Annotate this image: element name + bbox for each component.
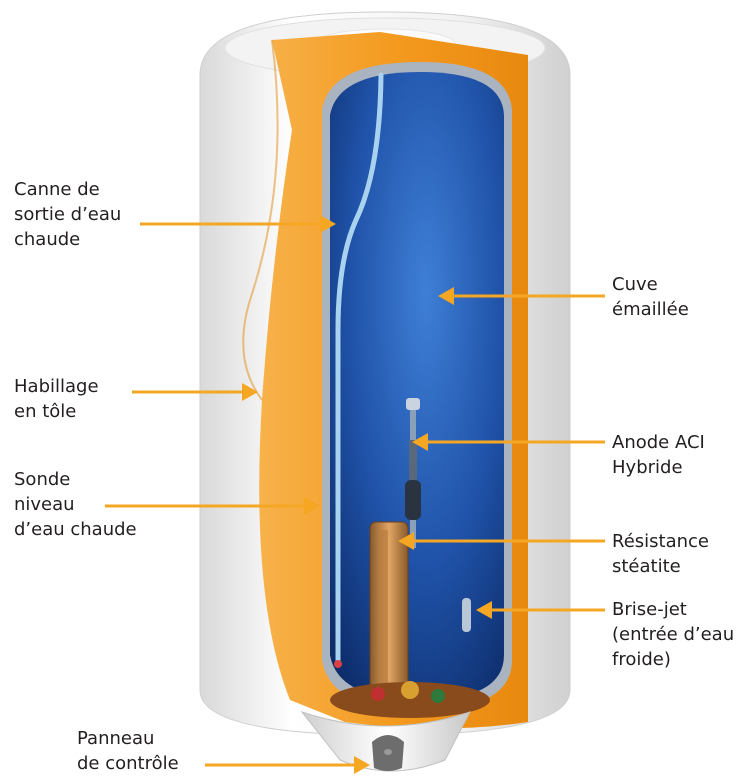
label-brise-jet: Brise-jet (entrée d’eau froide) [612,599,735,670]
arrow-habillage [132,383,258,401]
label-canne: Canne de sortie d’eau chaude [14,179,122,250]
hot-water-pipe [335,72,384,663]
arrows [105,215,605,774]
label-resistance: Résistance stéatite [612,531,709,577]
label-habillage: Habillage en tôle [14,376,99,422]
arrow-brise-jet [476,601,605,619]
label-panneau: Panneau de contrôle [77,728,179,774]
label-sonde: Sonde niveau d’eau chaude [14,469,137,540]
arrow-cuve [438,287,605,305]
arrow-resistance [398,532,605,550]
arrow-canne [140,215,336,233]
arrow-anode [412,433,605,451]
label-anode: Anode ACI Hybride [612,432,705,478]
pipe-end-icon [334,660,342,668]
jet-breaker [462,598,471,632]
arrow-sonde [105,497,320,515]
heating-element [369,521,409,699]
control-panel [300,710,472,772]
base-flange [330,681,490,718]
label-cuve: Cuve émaillée [612,274,689,320]
arrow-panneau [205,756,370,774]
anode [405,398,421,548]
